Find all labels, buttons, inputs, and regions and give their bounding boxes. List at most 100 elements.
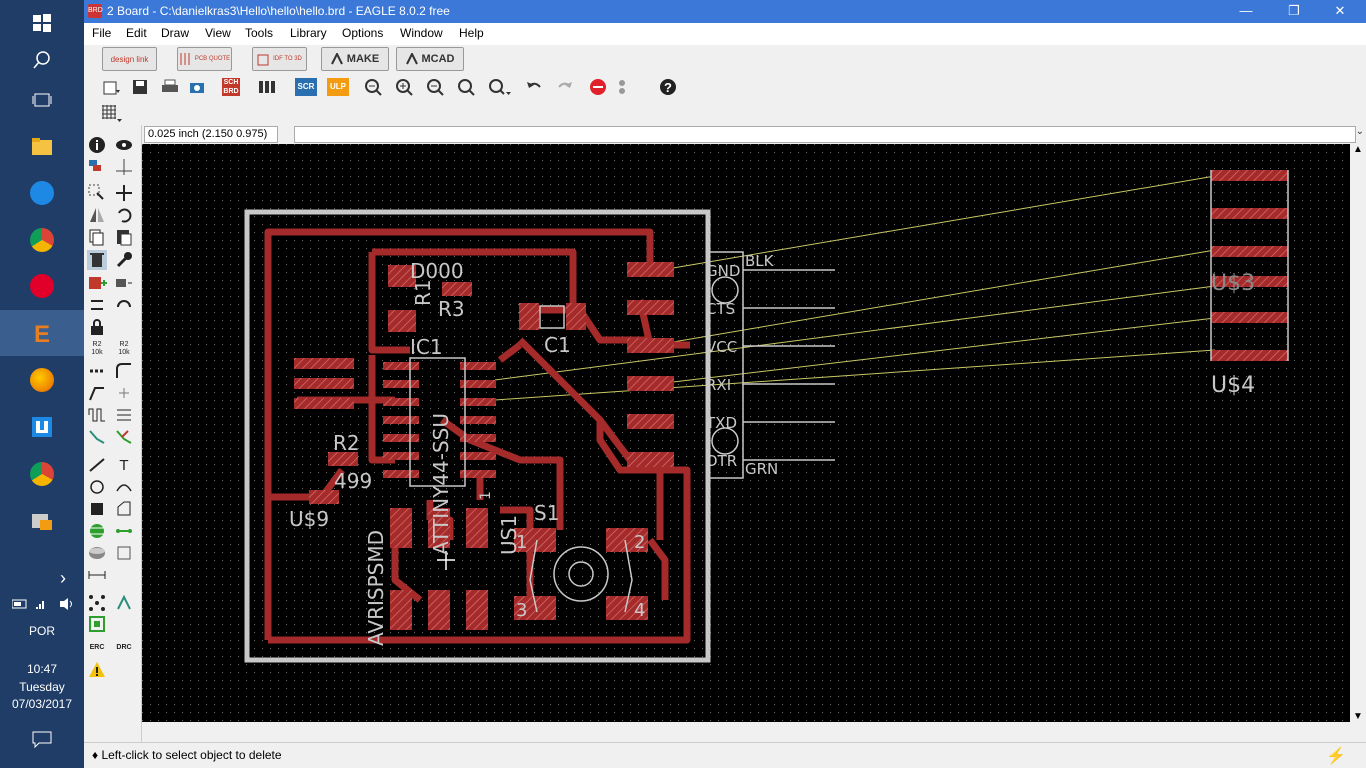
- script-icon[interactable]: SCR: [295, 78, 317, 96]
- taskbar-opera[interactable]: [0, 263, 84, 309]
- design-link-button[interactable]: design link: [102, 47, 157, 71]
- text-tool[interactable]: T: [119, 456, 129, 474]
- taskbar-chrome-2[interactable]: [0, 451, 84, 497]
- optimize-icon[interactable]: [114, 383, 134, 403]
- ulp-icon[interactable]: ULP: [327, 78, 349, 96]
- stop-icon[interactable]: [589, 78, 607, 96]
- meander-icon[interactable]: [87, 405, 107, 425]
- taskbar-chrome-1[interactable]: [0, 217, 84, 263]
- erc-button[interactable]: ERC: [89, 643, 105, 651]
- autorouter-icon[interactable]: [114, 593, 134, 613]
- polygon-icon[interactable]: [114, 499, 134, 519]
- idf-to-3d-button[interactable]: IDF TO 3D: [252, 47, 307, 71]
- via-icon[interactable]: [87, 521, 107, 541]
- start-button[interactable]: [0, 0, 84, 46]
- menu-library[interactable]: Library: [290, 26, 327, 40]
- vertical-scrollbar[interactable]: ▲ ▼: [1350, 144, 1366, 722]
- taskbar-app[interactable]: [0, 404, 84, 450]
- menu-window[interactable]: Window: [400, 26, 443, 40]
- warning-icon[interactable]: [87, 660, 107, 680]
- restore-button[interactable]: ❐: [1288, 3, 1300, 18]
- name-tool[interactable]: R2 10k: [91, 341, 103, 356]
- rectangle-icon[interactable]: [87, 499, 107, 519]
- menu-options[interactable]: Options: [342, 26, 384, 40]
- layer-box-icon[interactable]: [87, 614, 107, 634]
- lightning-icon[interactable]: ⚡: [1326, 748, 1346, 765]
- print-icon[interactable]: [161, 78, 179, 96]
- show-hidden-icons[interactable]: ›: [0, 555, 84, 601]
- split-icon[interactable]: [87, 383, 107, 403]
- taskbar-firefox[interactable]: [0, 357, 84, 403]
- zoom-redraw-icon[interactable]: [457, 78, 475, 96]
- go-icon[interactable]: [617, 78, 627, 96]
- make-button[interactable]: MAKE: [321, 47, 389, 71]
- mark-icon[interactable]: [114, 157, 134, 177]
- help-icon[interactable]: ?: [659, 78, 677, 96]
- minimize-button[interactable]: —: [1239, 3, 1253, 18]
- value-tool[interactable]: R2 10k: [118, 341, 130, 356]
- show-icon[interactable]: [114, 135, 134, 155]
- clock-time[interactable]: 10:47: [26, 662, 58, 676]
- menu-edit[interactable]: Edit: [126, 26, 147, 40]
- copy-icon[interactable]: [87, 227, 107, 247]
- menu-draw[interactable]: Draw: [161, 26, 190, 40]
- drc-button[interactable]: DRC: [116, 643, 132, 651]
- delete-icon[interactable]: [87, 250, 107, 270]
- mcad-button[interactable]: MCAD: [396, 47, 464, 71]
- add-icon[interactable]: [87, 273, 107, 293]
- wire-icon[interactable]: [87, 455, 107, 475]
- replace-icon[interactable]: [114, 273, 134, 293]
- mirror-icon[interactable]: [87, 205, 107, 225]
- move-icon[interactable]: [114, 183, 134, 203]
- swap-icon[interactable]: [87, 295, 107, 315]
- arc-icon[interactable]: [114, 477, 134, 497]
- scroll-up-icon[interactable]: ▲: [1353, 144, 1363, 155]
- language-indicator[interactable]: POR: [28, 624, 55, 638]
- zoom-out-icon[interactable]: [426, 78, 444, 96]
- taskbar-thunderbird[interactable]: [0, 170, 84, 216]
- scroll-down-icon[interactable]: ▼: [1353, 711, 1363, 722]
- board-canvas[interactable]: D000 R1 R3 IC1 C1 R2 499 U$9 ATTINY44-SS…: [142, 144, 1350, 722]
- taskbar-eagle[interactable]: E: [0, 310, 84, 356]
- menu-view[interactable]: View: [205, 26, 231, 40]
- signal-icon[interactable]: [114, 521, 134, 541]
- align-icon[interactable]: [114, 405, 134, 425]
- smash-icon[interactable]: [87, 361, 107, 381]
- miter-icon[interactable]: [114, 361, 134, 381]
- taskbar-file-explorer[interactable]: [0, 123, 84, 169]
- command-line-input[interactable]: [294, 126, 1356, 143]
- open-icon[interactable]: [102, 78, 120, 96]
- redo-icon[interactable]: [556, 78, 574, 96]
- task-view-button[interactable]: [0, 77, 84, 123]
- chevron-down-icon[interactable]: ⌄: [1355, 126, 1364, 137]
- wrench-icon[interactable]: [114, 250, 134, 270]
- zoom-fit-icon[interactable]: [364, 78, 382, 96]
- rotate-icon[interactable]: [114, 205, 134, 225]
- lock-icon-2[interactable]: [114, 295, 134, 315]
- close-button[interactable]: ✕: [1334, 3, 1346, 18]
- board-drawing[interactable]: D000 R1 R3 IC1 C1 R2 499 U$9 ATTINY44-SS…: [142, 144, 1350, 722]
- cam-processor-icon[interactable]: [189, 78, 207, 96]
- menu-file[interactable]: File: [92, 26, 112, 40]
- save-icon[interactable]: [131, 78, 149, 96]
- pcb-quote-button[interactable]: PCB QUOTE: [177, 47, 232, 71]
- select-icon[interactable]: [87, 183, 107, 203]
- circle-icon[interactable]: [87, 477, 107, 497]
- ripup-icon[interactable]: [114, 427, 134, 447]
- ratsnest-icon[interactable]: [87, 593, 107, 613]
- info-icon[interactable]: [87, 135, 107, 155]
- lock-icon[interactable]: [87, 317, 107, 337]
- paste-icon[interactable]: [114, 227, 134, 247]
- menu-tools[interactable]: Tools: [245, 26, 274, 40]
- notification-icon[interactable]: [31, 730, 53, 748]
- switch-to-schematic-icon[interactable]: SCH BRD: [222, 78, 240, 96]
- grid-icon[interactable]: [101, 104, 123, 122]
- zoom-in-icon[interactable]: [395, 78, 413, 96]
- search-button[interactable]: [0, 37, 84, 83]
- hole-icon[interactable]: [87, 543, 107, 563]
- route-icon[interactable]: [87, 427, 107, 447]
- dimension-icon[interactable]: [87, 565, 107, 585]
- zoom-select-icon[interactable]: [488, 78, 512, 96]
- undo-icon[interactable]: [525, 78, 543, 96]
- taskbar-remote-app[interactable]: [0, 498, 84, 544]
